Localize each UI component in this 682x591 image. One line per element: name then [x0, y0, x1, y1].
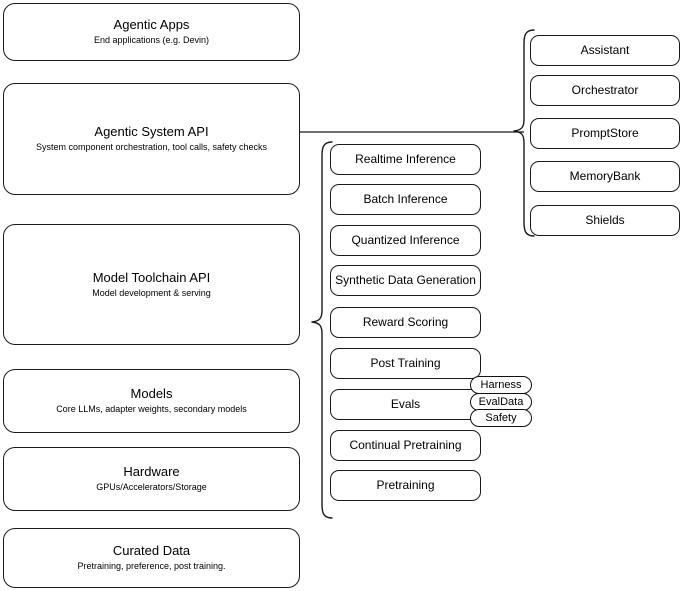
agentic-item-orchestrator[interactable]: Orchestrator: [530, 75, 680, 106]
toolchain-item-label: Evals: [390, 397, 421, 411]
evals-pill-label: Harness: [480, 378, 522, 391]
agentic-item-label: PromptStore: [571, 126, 639, 140]
evals-pill-harness[interactable]: Harness: [470, 376, 532, 394]
toolchain-item-quantized-inference[interactable]: Quantized Inference: [330, 225, 481, 256]
layer-title: Hardware: [123, 464, 180, 479]
toolchain-item-label: Quantized Inference: [351, 233, 460, 247]
toolchain-item-post-training[interactable]: Post Training: [330, 348, 481, 379]
evals-pill-safety[interactable]: Safety: [470, 409, 532, 427]
connector-agentic-api-to-agentic-column: [300, 126, 525, 138]
agentic-item-label: Assistant: [580, 43, 630, 57]
agentic-item-label: MemoryBank: [569, 169, 641, 183]
toolchain-item-label: Realtime Inference: [355, 152, 456, 166]
toolchain-item-label: Reward Scoring: [362, 315, 449, 329]
layer-title: Model Toolchain API: [92, 269, 211, 285]
model-toolchain-brace-icon: [310, 140, 334, 522]
layer-agentic-apps[interactable]: Agentic Apps End applications (e.g. Devi…: [3, 3, 300, 61]
toolchain-item-label: Continual Pretraining: [349, 438, 462, 452]
agentic-system-brace-icon: [512, 28, 536, 240]
evals-pill-label: EvalData: [478, 395, 524, 408]
layer-hardware[interactable]: Hardware GPUs/Accelerators/Storage: [3, 447, 300, 511]
layer-model-toolchain-api[interactable]: Model Toolchain API Model development & …: [3, 224, 300, 345]
agentic-item-assistant[interactable]: Assistant: [530, 35, 680, 66]
toolchain-item-reward-scoring[interactable]: Reward Scoring: [330, 307, 481, 338]
layer-title: Models: [130, 386, 173, 401]
layer-subtitle: System component orchestration, tool cal…: [35, 142, 268, 152]
toolchain-item-label: Post Training: [370, 356, 441, 370]
toolchain-item-synthetic-data-generation[interactable]: Synthetic Data Generation: [330, 265, 481, 296]
layer-models[interactable]: Models Core LLMs, adapter weights, secon…: [3, 369, 300, 433]
evals-pill-label: Safety: [485, 411, 517, 424]
toolchain-item-batch-inference[interactable]: Batch Inference: [330, 184, 481, 215]
agentic-item-memorybank[interactable]: MemoryBank: [530, 161, 680, 192]
layer-subtitle: End applications (e.g. Devin): [93, 35, 210, 45]
layer-agentic-system-api[interactable]: Agentic System API System component orch…: [3, 83, 300, 195]
toolchain-item-realtime-inference[interactable]: Realtime Inference: [330, 144, 481, 175]
layer-title: Agentic Apps: [113, 17, 190, 32]
layer-subtitle: Core LLMs, adapter weights, secondary mo…: [56, 404, 247, 414]
layer-title: Agentic System API: [94, 124, 209, 139]
agentic-item-promptstore[interactable]: PromptStore: [530, 118, 680, 149]
toolchain-item-label: Pretraining: [376, 478, 435, 492]
layer-subtitle: GPUs/Accelerators/Storage: [96, 482, 207, 492]
layer-title: Curated Data: [112, 543, 191, 558]
toolchain-item-pretraining[interactable]: Pretraining: [330, 470, 481, 501]
agentic-item-label: Orchestrator: [571, 83, 639, 97]
agentic-item-shields[interactable]: Shields: [530, 205, 680, 236]
toolchain-item-label: Batch Inference: [363, 192, 448, 206]
toolchain-item-evals[interactable]: Evals: [330, 389, 481, 420]
layer-curated-data[interactable]: Curated Data Pretraining, preference, po…: [3, 528, 300, 588]
agentic-item-label: Shields: [585, 213, 625, 227]
layer-subtitle: Pretraining, preference, post training.: [77, 561, 226, 571]
layer-subtitle: Model development & serving: [92, 287, 211, 298]
toolchain-item-label: Synthetic Data Generation: [335, 273, 476, 287]
toolchain-item-continual-pretraining[interactable]: Continual Pretraining: [330, 430, 481, 461]
